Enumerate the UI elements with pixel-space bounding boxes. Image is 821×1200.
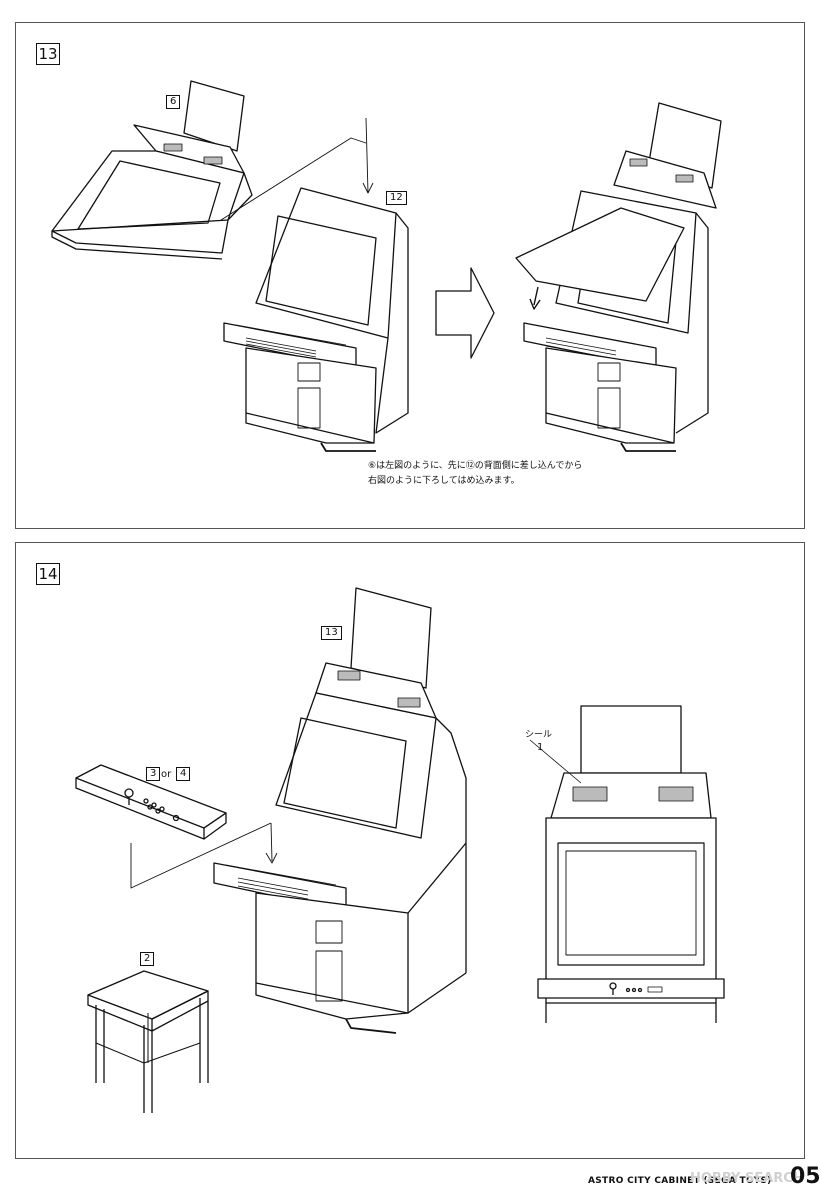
control-panel-drawing xyxy=(75,764,227,840)
part-12-label: 12 xyxy=(386,191,407,205)
cabinet-body-drawing xyxy=(223,187,409,452)
part-2-label: 2 xyxy=(140,952,155,966)
step-13-illustration xyxy=(51,80,722,452)
step-14-illustration xyxy=(75,587,725,1113)
step-14-panel: 14 xyxy=(15,542,805,1159)
part-4-label: 4 xyxy=(176,767,191,781)
watermark-text: HOBBY SEARCH xyxy=(690,1171,804,1186)
part-3-label: 3 xyxy=(146,767,161,781)
part-6-label: 6 xyxy=(166,95,181,109)
roof-part-drawing xyxy=(51,80,253,260)
assembly-instruction-note: ⑥は左図のように、先に⑫の背面側に差し込んでから 右図のように下ろしてはめ込みま… xyxy=(368,461,583,486)
front-view-cabinet-drawing xyxy=(529,705,725,1023)
assembled-cabinet-drawing xyxy=(515,102,722,452)
page-number: 05 xyxy=(790,1164,821,1189)
part-13-label: 13 xyxy=(321,626,342,640)
next-step-arrow-icon xyxy=(435,267,495,359)
footer-product-title: ASTRO CITY CABINET (SEGA TOYS) xyxy=(588,1176,772,1186)
sticker-number: 1 xyxy=(537,742,544,753)
complete-cabinet-drawing xyxy=(213,587,467,1034)
sticker-label: シール xyxy=(525,730,553,740)
or-label: or xyxy=(161,769,172,780)
stool-drawing xyxy=(87,970,209,1113)
step-13-panel: 13 xyxy=(15,22,805,529)
step-13-number: 13 xyxy=(36,43,60,65)
step-14-number: 14 xyxy=(36,563,60,585)
